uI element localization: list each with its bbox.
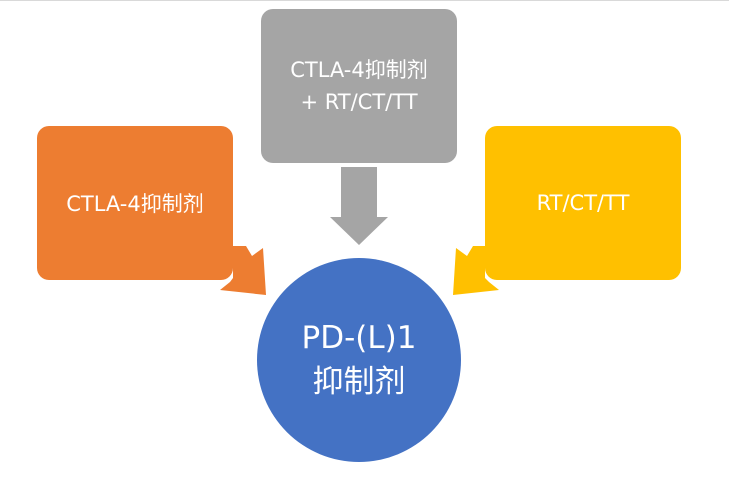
ctla4-inhibitor-label: CTLA-4抑制剂 [66, 192, 204, 216]
combination-therapy-line2: + RT/CT/TT [300, 90, 418, 114]
top-border-line [0, 0, 729, 1]
combination-therapy-box: CTLA-4抑制剂 + RT/CT/TT [261, 9, 457, 163]
pd-l1-line2: 抑制剂 [312, 364, 406, 400]
rt-ct-tt-box: RT/CT/TT [485, 126, 681, 280]
pd-l1-line1: PD-(L)1 [301, 320, 417, 356]
arrow-left-to-center [220, 246, 266, 295]
pd-l1-inhibitor-circle: PD-(L)1 抑制剂 [257, 258, 461, 462]
ctla4-inhibitor-box: CTLA-4抑制剂 [37, 126, 233, 280]
arrow-top-to-center [330, 167, 388, 245]
arrow-right-to-center [453, 246, 499, 295]
combination-therapy-line1: CTLA-4抑制剂 [290, 58, 428, 82]
rt-ct-tt-label: RT/CT/TT [536, 191, 630, 215]
